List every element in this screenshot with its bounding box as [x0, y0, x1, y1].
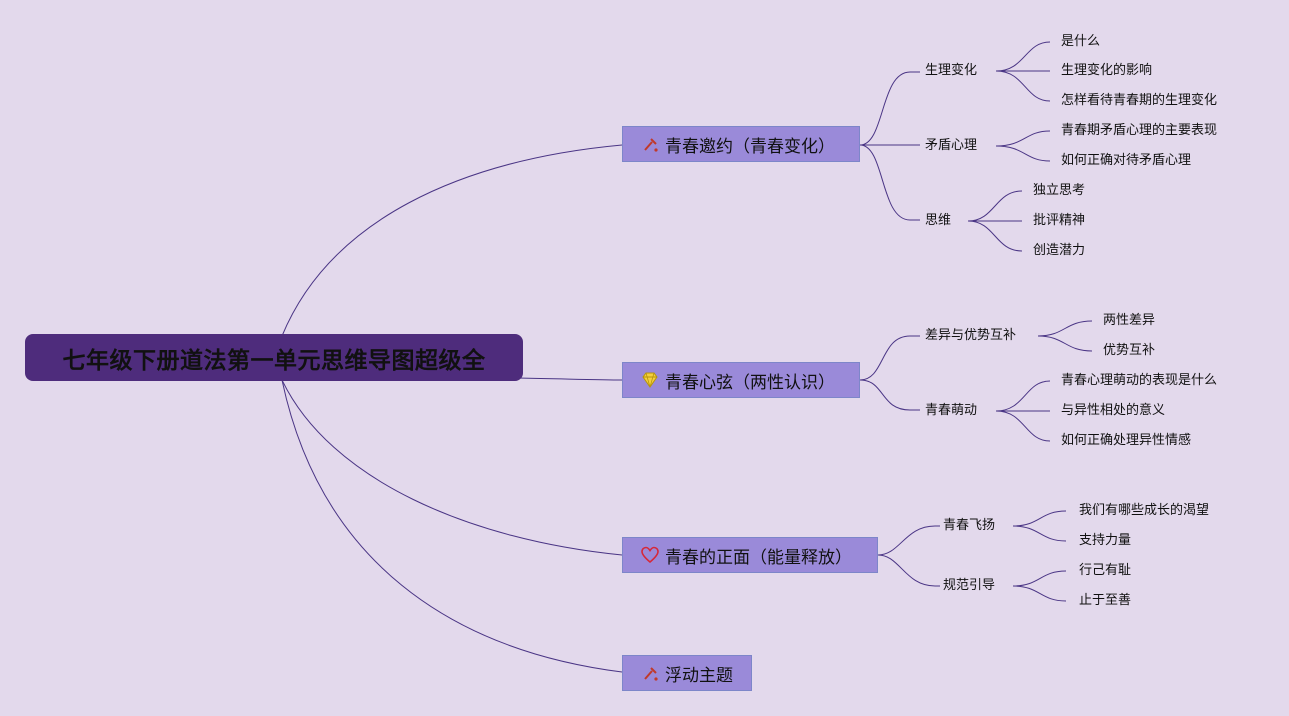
branch-topic-4-label: 浮动主题 [665, 665, 733, 686]
connector-b3s1-leaves [1012, 510, 1067, 542]
leaf-b2-2-3[interactable]: 如何正确处理异性情感 [1061, 433, 1192, 448]
branch-topic-1[interactable]: 青春邀约（青春变化） [622, 126, 860, 162]
leaf-b3-1-2[interactable]: 支持力量 [1079, 533, 1132, 548]
connector-b1s1-leaves [995, 41, 1051, 102]
subtopic-b2-2[interactable]: 青春萌动 [925, 403, 978, 418]
leaf-b1-1-1[interactable]: 是什么 [1061, 34, 1101, 49]
leaf-b2-2-2[interactable]: 与异性相处的意义 [1061, 403, 1166, 418]
leaf-b1-3-2[interactable]: 批评精神 [1033, 213, 1086, 228]
connector-b3s2-leaves [1012, 570, 1067, 602]
leaf-b3-2-1[interactable]: 行己有耻 [1079, 563, 1132, 578]
connector-root-branch-4 [281, 379, 623, 673]
connector-root-branch-2 [517, 377, 623, 381]
leaf-b1-1-2[interactable]: 生理变化的影响 [1061, 63, 1153, 78]
connector-b2s1-leaves [1037, 320, 1093, 352]
connector-b2s2-leaves [995, 380, 1051, 442]
subtopic-b1-3[interactable]: 思维 [925, 213, 952, 228]
connector-b1s2-leaves [995, 130, 1051, 162]
heart-icon [640, 545, 660, 565]
connector-b1s3-leaves [967, 190, 1023, 252]
leaf-b1-3-1[interactable]: 独立思考 [1033, 183, 1086, 198]
branch-topic-2[interactable]: 青春心弦（两性认识） [622, 362, 860, 398]
branch-topic-3[interactable]: 青春的正面（能量释放） [622, 537, 878, 573]
leaf-b1-2-2[interactable]: 如何正确对待矛盾心理 [1061, 153, 1192, 168]
connector-b1-sub1 [859, 71, 920, 146]
connector-root-branch-1 [281, 144, 623, 337]
leaf-b1-3-3[interactable]: 创造潜力 [1033, 243, 1086, 258]
branch-topic-3-label: 青春的正面（能量释放） [665, 547, 852, 568]
connector-b2-sub2 [859, 379, 920, 411]
branch-topic-2-label: 青春心弦（两性认识） [665, 372, 835, 393]
pin-icon [640, 663, 660, 683]
root-topic[interactable]: 七年级下册道法第一单元思维导图超级全 [25, 334, 523, 381]
pin-icon [640, 134, 660, 154]
leaf-b2-1-1[interactable]: 两性差异 [1103, 313, 1156, 328]
connector-b3-sub1 [877, 525, 940, 556]
leaf-b2-2-1[interactable]: 青春心理萌动的表现是什么 [1061, 373, 1218, 388]
subtopic-b1-2[interactable]: 矛盾心理 [925, 138, 978, 153]
connector-b1-sub3 [859, 144, 920, 221]
leaf-b2-1-2[interactable]: 优势互补 [1103, 343, 1156, 358]
root-topic-label: 七年级下册道法第一单元思维导图超级全 [62, 347, 486, 374]
leaf-b3-2-2[interactable]: 止于至善 [1079, 593, 1132, 608]
connector-b3-sub2 [877, 554, 940, 587]
leaf-b3-1-1[interactable]: 我们有哪些成长的渴望 [1079, 503, 1210, 518]
branch-topic-1-label: 青春邀约（青春变化） [665, 136, 835, 157]
leaf-b1-2-1[interactable]: 青春期矛盾心理的主要表现 [1061, 123, 1218, 138]
subtopic-b3-2[interactable]: 规范引导 [943, 578, 996, 593]
subtopic-b3-1[interactable]: 青春飞扬 [943, 518, 996, 533]
subtopic-b2-1[interactable]: 差异与优势互补 [925, 328, 1017, 343]
connector-root-branch-3 [281, 379, 623, 556]
branch-topic-4[interactable]: 浮动主题 [622, 655, 752, 691]
subtopic-b1-1[interactable]: 生理变化 [925, 63, 978, 78]
connector-b2-sub1 [859, 335, 920, 381]
diamond-icon [640, 370, 660, 390]
leaf-b1-1-3[interactable]: 怎样看待青春期的生理变化 [1061, 93, 1218, 108]
